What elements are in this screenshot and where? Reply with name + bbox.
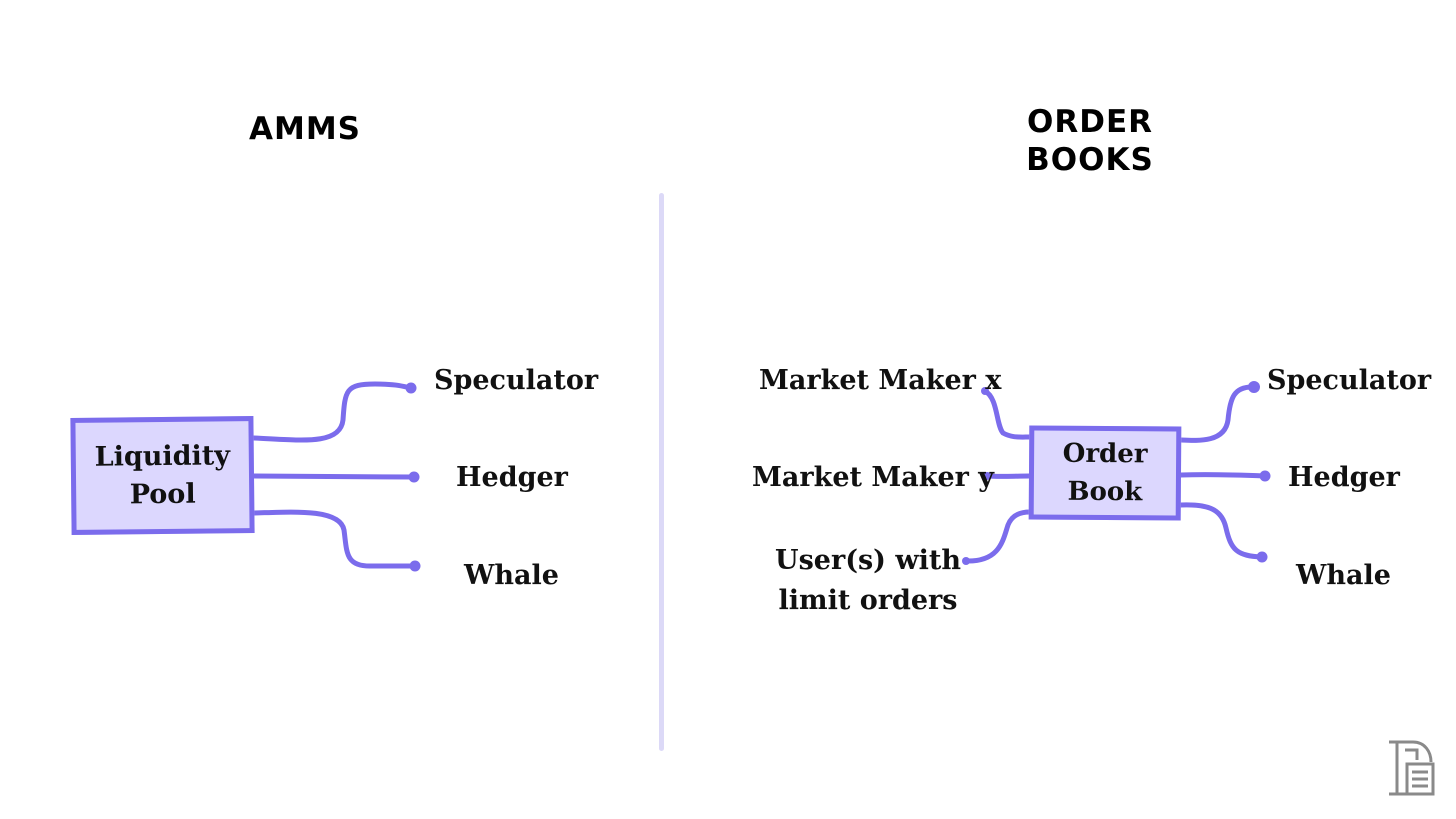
connector-maker-x xyxy=(982,388,1033,440)
logo-icon xyxy=(1389,740,1435,796)
endpoint-ob-speculator xyxy=(1248,381,1260,393)
limit-order-users-line-1: User(s) with xyxy=(775,545,961,576)
order-books-heading-line-1: ORDER xyxy=(1026,104,1153,140)
order-book-line-2: Book xyxy=(1067,476,1143,508)
ob-hedger-label: Hedger xyxy=(1288,462,1400,493)
endpoint-maker-y xyxy=(983,472,991,480)
endpoint-amm-hedger xyxy=(408,471,420,483)
liquidity-pool-box: Liquidity Pool xyxy=(70,416,255,535)
endpoint-amm-whale xyxy=(409,560,421,572)
amm-whale-label: Whale xyxy=(464,560,559,591)
limit-order-users-label: User(s) with limit orders xyxy=(770,541,966,621)
endpoint-ob-hedger xyxy=(1259,470,1271,482)
amms-heading: AMMS xyxy=(248,111,361,147)
endpoint-users xyxy=(962,557,970,565)
connector-ob-hedger xyxy=(1178,472,1268,479)
limit-order-users-line-2: limit orders xyxy=(778,585,958,616)
endpoint-ob-whale xyxy=(1256,551,1268,563)
endpoint-amm-speculator xyxy=(405,382,417,394)
ob-whale-label: Whale xyxy=(1296,560,1391,591)
amm-speculator-label: Speculator xyxy=(434,365,599,396)
connector-ob-whale xyxy=(1178,502,1265,560)
order-book-line-1: Order xyxy=(1062,438,1148,470)
order-books-heading-line-2: BOOKS xyxy=(1026,142,1154,178)
market-maker-x-label: Market Maker x xyxy=(759,365,1002,396)
order-book-box: Order Book xyxy=(1028,425,1182,521)
amm-hedger-label: Hedger xyxy=(456,462,568,493)
liquidity-pool-line-1: Liquidity xyxy=(94,439,231,473)
endpoint-maker-x xyxy=(981,387,989,395)
section-divider xyxy=(659,193,664,751)
connector-amm-whale xyxy=(251,509,418,569)
connector-ob-speculator xyxy=(1178,384,1257,443)
connector-amm-speculator xyxy=(251,381,414,443)
connector-users xyxy=(963,509,1033,564)
market-maker-y-label: Market Maker y xyxy=(752,462,994,493)
connector-amm-hedger xyxy=(251,473,417,480)
liquidity-pool-line-2: Pool xyxy=(129,478,196,510)
ob-speculator-label: Speculator xyxy=(1267,365,1432,396)
order-books-heading: ORDER BOOKS xyxy=(1000,103,1180,179)
